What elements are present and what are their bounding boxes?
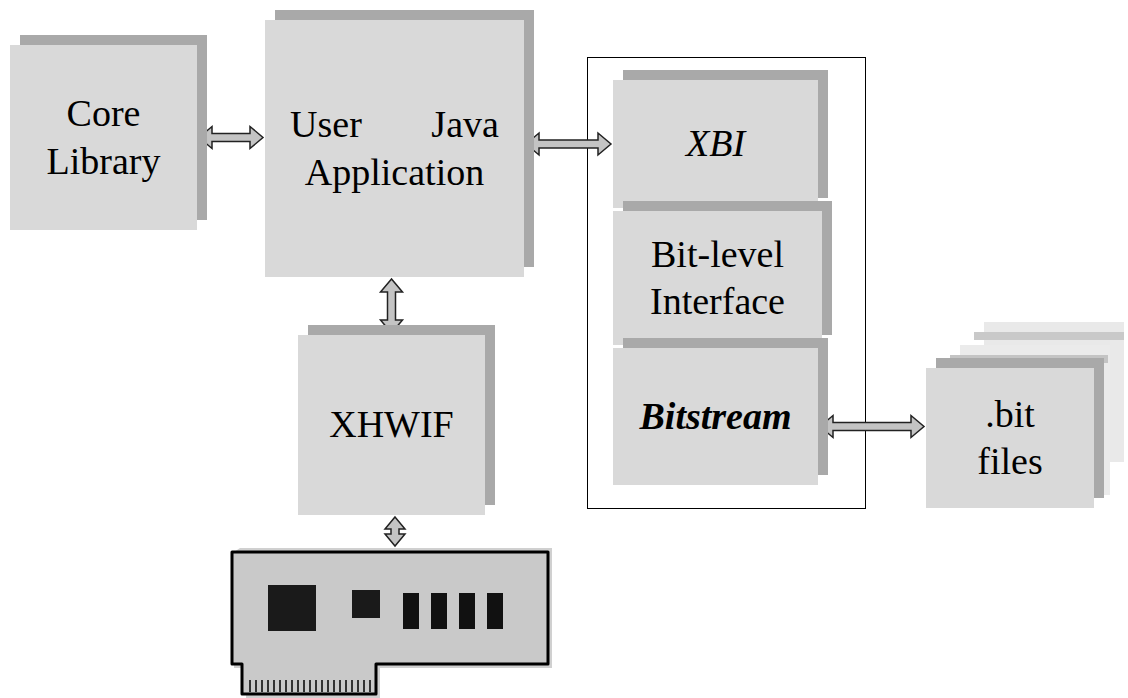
node-label: Core Library xyxy=(16,90,191,185)
node-label: XHWIF xyxy=(329,401,454,449)
back-sheet-edge xyxy=(974,332,1124,340)
double-arrow xyxy=(381,279,403,333)
interface-box: Bit-level Interface xyxy=(613,211,822,345)
node-label: Bit-level Interface xyxy=(619,231,816,326)
file-box: .bit files xyxy=(926,368,1094,508)
large-chip xyxy=(268,585,316,631)
bitstream-box: Bitstream xyxy=(613,348,818,485)
node-label: .bit files xyxy=(932,391,1088,486)
memory-chip xyxy=(403,593,419,629)
memory-chip xyxy=(431,593,447,629)
edge-fingers xyxy=(250,680,370,692)
frame-outline xyxy=(588,58,866,509)
memory-chip xyxy=(487,593,503,629)
middle-sheet-edge xyxy=(950,355,1108,363)
small-chip xyxy=(352,590,380,618)
application-box: User Java Application xyxy=(265,20,524,277)
board-outline xyxy=(232,552,548,694)
double-arrow xyxy=(199,127,263,149)
api-box: XBI xyxy=(613,80,818,208)
memory-chip xyxy=(459,593,475,629)
hardware-interface-box: XHWIF xyxy=(298,335,485,515)
node-label: User Java Application xyxy=(271,101,518,196)
library-box: Core Library xyxy=(10,45,197,230)
double-arrow xyxy=(526,133,611,155)
board-link-arrow xyxy=(385,517,405,546)
node-label: Bitstream xyxy=(639,393,791,441)
double-arrow xyxy=(820,416,924,438)
node-label: XBI xyxy=(686,120,745,168)
